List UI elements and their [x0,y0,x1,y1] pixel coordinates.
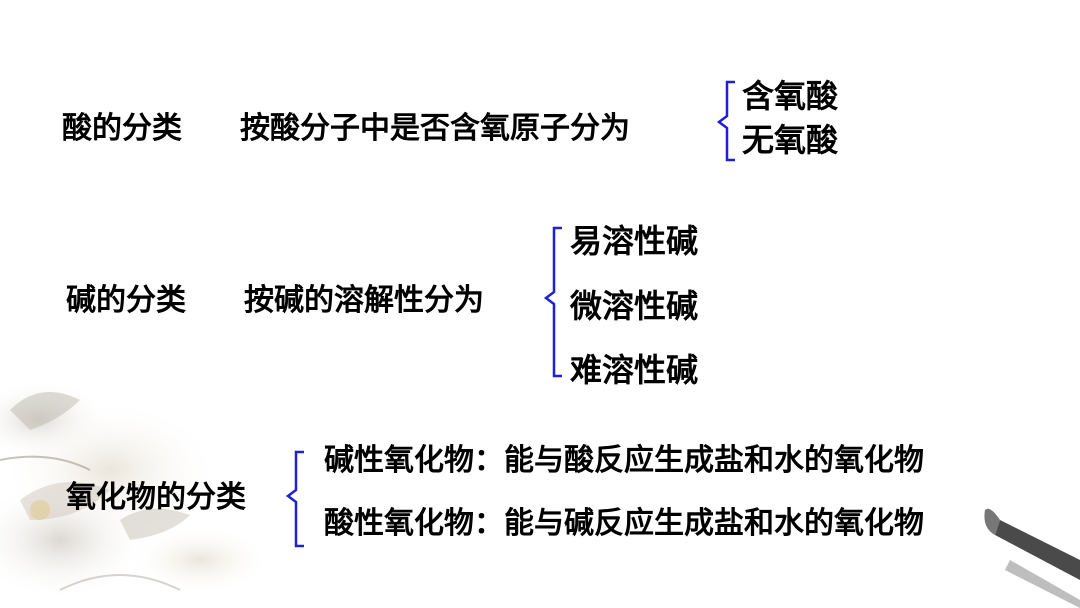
oxide-brace [288,452,304,546]
base-heading: 碱的分类 [66,286,186,316]
oxide-heading: 氧化物的分类 [66,483,246,513]
acid-item-oxyacid: 含氧酸 [742,80,838,112]
base-item-soluble: 易溶性碱 [570,225,698,257]
base-item-slightly-soluble: 微溶性碱 [570,290,698,322]
acid-brace [719,82,735,160]
base-criterion: 按碱的溶解性分为 [244,286,484,316]
oxide-item-basic: 碱性氧化物：能与酸反应生成盐和水的氧化物 [324,446,924,476]
acid-heading: 酸的分类 [62,114,182,144]
base-item-insoluble: 难溶性碱 [570,354,698,386]
acid-item-oxygen-free-acid: 无氧酸 [742,124,838,156]
base-brace [546,228,562,376]
acid-criterion: 按酸分子中是否含氧原子分为 [240,114,630,144]
oxide-item-acidic: 酸性氧化物：能与碱反应生成盐和水的氧化物 [324,509,924,539]
